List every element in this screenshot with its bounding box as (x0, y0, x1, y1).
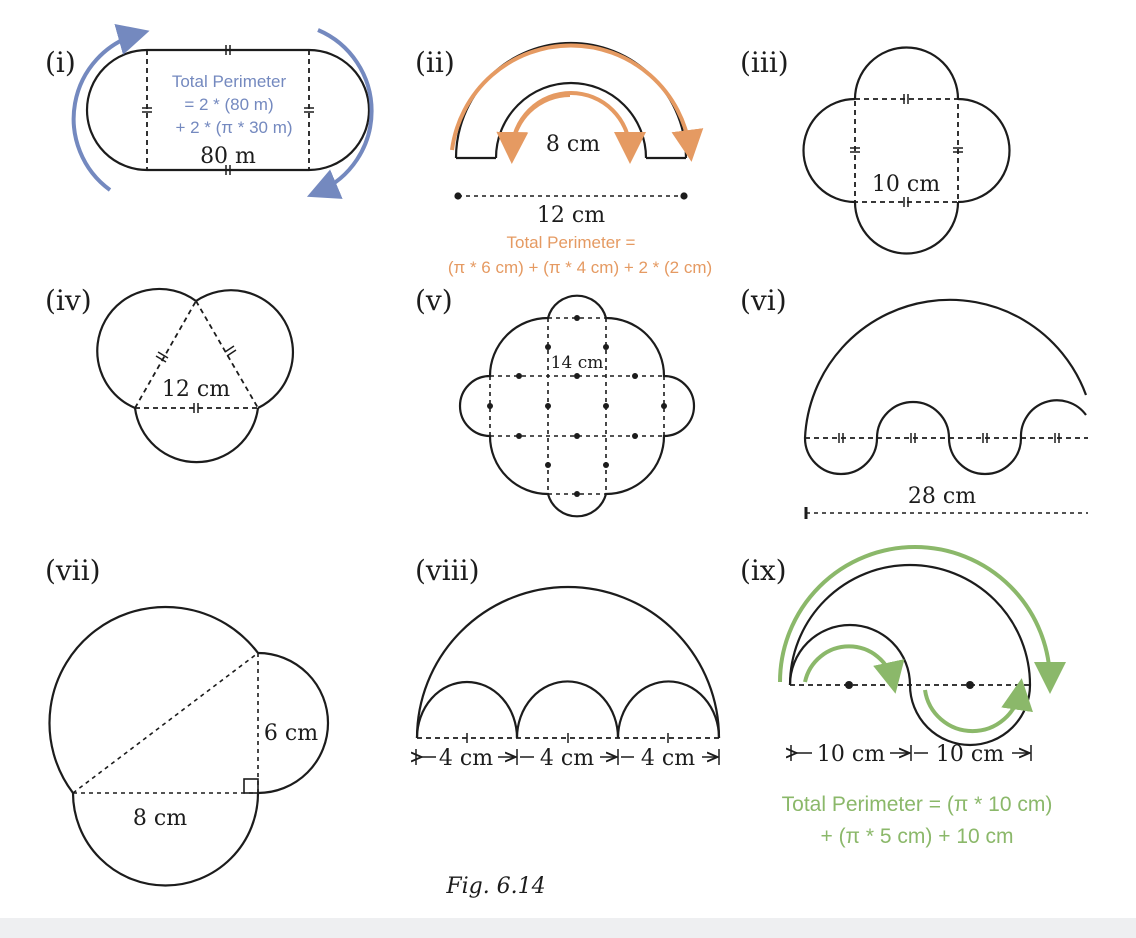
label-ii: (ii) (415, 46, 455, 79)
bottom-strip (0, 918, 1136, 938)
figure-vii: (vii) 6 cm 8 cm (45, 554, 330, 887)
dim-vii-b: 8 cm (133, 806, 187, 831)
annotation-ii-line2: (π * 6 cm) + (π * 4 cm) + 2 * (2 cm) (448, 258, 712, 277)
green-arrow-inner-right (923, 678, 1033, 734)
orange-arrow-outer (450, 43, 704, 162)
seg-ix-1: 10 cm (817, 742, 885, 767)
figure-caption: Fig. 6.14 (445, 874, 545, 899)
orange-arrow-inner-left (496, 93, 571, 164)
annotation-ix-line2: + (π * 5 cm) + 10 cm (820, 825, 1013, 848)
dim-ii-inner: 8 cm (546, 132, 600, 157)
annotation-i-line2: = 2 * (80 m) (184, 95, 273, 114)
label-i: (i) (45, 46, 76, 79)
figure-v: (v) 14 cm (415, 284, 696, 518)
annotation-ix-line1: Total Perimeter = (π * 10 cm) (782, 793, 1053, 816)
annotation-ii-line1: Total Perimeter = (507, 233, 636, 252)
dim-i: 80 m (200, 144, 256, 169)
figure-vi: (vi) 28 cm (740, 284, 1088, 519)
dim-ii-outer: 12 cm (537, 203, 605, 228)
label-viii: (viii) (415, 554, 480, 587)
seg-ix-2: 10 cm (936, 742, 1004, 767)
label-iii: (iii) (740, 46, 789, 79)
seg-viii-3: 4 cm (641, 746, 695, 771)
green-arrow-inner-left (803, 644, 905, 694)
blue-arrow-left (71, 23, 150, 192)
blue-arrow-right (306, 28, 374, 199)
label-vii: (vii) (45, 554, 101, 587)
dim-vii-a: 6 cm (264, 721, 318, 746)
label-iv: (iv) (45, 284, 92, 317)
label-ix: (ix) (740, 554, 787, 587)
dim-v: 14 cm (551, 353, 604, 373)
label-v: (v) (415, 284, 453, 317)
annotation-ix: Total Perimeter = (π * 10 cm) + (π * 5 c… (782, 793, 1053, 848)
dim-vi: 28 cm (908, 484, 976, 509)
annotation-i-line3: + 2 * (π * 30 m) (175, 118, 292, 137)
tick-marks-i (142, 45, 314, 175)
seg-viii-2: 4 cm (540, 746, 594, 771)
figure-ix: (ix) 10 cm 10 cm Total Perimeter = (π * … (740, 545, 1066, 848)
dim-iv: 12 cm (162, 377, 230, 402)
label-vi: (vi) (740, 284, 787, 317)
dim-iii: 10 cm (872, 172, 940, 197)
seg-viii-1: 4 cm (439, 746, 493, 771)
annotation-i-line1: Total Perimeter (172, 72, 287, 91)
figure-iv: (iv) 12 cm (45, 284, 295, 464)
figure-iii: (iii) 10 cm (740, 46, 1011, 255)
figure-ii: (ii) 8 cm 12 cm Total Perimeter = (π * 6… (415, 41, 712, 277)
annotation-ii: Total Perimeter = (π * 6 cm) + (π * 4 cm… (448, 233, 712, 277)
annotation-i: Total Perimeter = 2 * (80 m) + 2 * (π * … (172, 72, 293, 137)
figure-i: (i) 80 m Total Perimeter = 2 * (80 m) + … (45, 23, 374, 199)
figure-canvas: (i) 80 m Total Perimeter = 2 * (80 m) + … (45, 23, 1088, 899)
figure-viii: (viii) 4 cm 4 cm 4 cm (415, 554, 721, 771)
green-arrow-outer (778, 545, 1066, 694)
